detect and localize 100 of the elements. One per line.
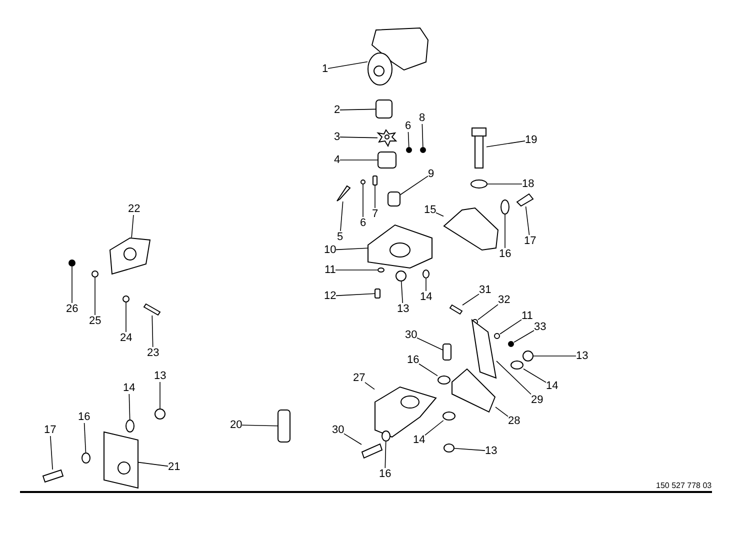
leader-line bbox=[478, 304, 498, 320]
callout-number: 26 bbox=[66, 303, 78, 315]
screw-drawing bbox=[374, 288, 380, 298]
callout-number: 7 bbox=[372, 208, 378, 220]
leader-line bbox=[344, 433, 362, 445]
leader-line bbox=[84, 422, 86, 453]
callout-number: 5 bbox=[337, 231, 344, 243]
washer-drawing bbox=[382, 430, 390, 442]
pin-drawing bbox=[336, 185, 351, 202]
callout-number: 14 bbox=[413, 434, 426, 446]
callout-number: 11 bbox=[324, 264, 336, 276]
bracket-drawing bbox=[443, 207, 499, 251]
callout-number: 1 bbox=[322, 63, 328, 75]
callout-number: 22 bbox=[128, 203, 140, 215]
washer-drawing bbox=[438, 376, 450, 384]
callout-number: 14 bbox=[420, 291, 432, 303]
leader-line bbox=[340, 136, 378, 138]
leader-line bbox=[525, 206, 530, 236]
callout-number: 13 bbox=[576, 350, 588, 362]
callout-number: 18 bbox=[522, 178, 534, 190]
leader-line bbox=[454, 448, 486, 451]
washer-drawing bbox=[122, 296, 130, 302]
callout-number: 16 bbox=[78, 411, 90, 423]
ball-drawing bbox=[406, 147, 412, 153]
drawing-number: 150 527 778 03 bbox=[656, 480, 712, 492]
bolt-drawing bbox=[361, 443, 383, 459]
callout-number: 20 bbox=[230, 419, 242, 431]
ball-drawing bbox=[360, 180, 366, 184]
washer-drawing bbox=[422, 270, 430, 278]
callout-number: 25 bbox=[89, 315, 102, 327]
callout-number: 32 bbox=[498, 294, 510, 306]
callout-number: 28 bbox=[508, 415, 520, 427]
callout-number: 12 bbox=[324, 290, 336, 302]
leader-line bbox=[486, 140, 526, 148]
callout-number: 2 bbox=[334, 104, 340, 116]
leader-line bbox=[408, 132, 410, 148]
callout-number: 17 bbox=[524, 235, 536, 247]
callout-number: 19 bbox=[525, 134, 538, 146]
callout-number: 17 bbox=[44, 424, 56, 436]
callout-number: 13 bbox=[485, 445, 498, 457]
callout-number: 6 bbox=[360, 217, 366, 229]
leader-line bbox=[400, 176, 428, 196]
callout-number: 6 bbox=[405, 120, 412, 132]
motor-drawing bbox=[368, 27, 429, 86]
callout-number: 24 bbox=[120, 332, 132, 344]
callout-number: 13 bbox=[397, 303, 410, 315]
leader-line bbox=[152, 315, 154, 348]
callout-number: 9 bbox=[428, 168, 434, 180]
callout-number: 10 bbox=[324, 244, 336, 256]
coupling-drawing bbox=[376, 100, 392, 118]
callout-number: 21 bbox=[168, 461, 180, 473]
bracket-drawing bbox=[368, 224, 432, 269]
leader-line bbox=[384, 441, 386, 468]
pin-drawing bbox=[372, 176, 378, 186]
ball-drawing bbox=[420, 147, 426, 153]
callout-number: 23 bbox=[147, 347, 160, 359]
leader-line bbox=[400, 281, 404, 304]
washer-drawing bbox=[494, 333, 500, 339]
bracket-drawing bbox=[104, 431, 138, 489]
callout-number: 16 bbox=[379, 468, 392, 480]
leader-line bbox=[462, 294, 480, 306]
leader-line bbox=[128, 394, 130, 420]
callout-number: 8 bbox=[419, 112, 426, 124]
callout-number: 14 bbox=[123, 382, 136, 394]
bracket-drawing bbox=[452, 368, 496, 413]
leader-line bbox=[416, 337, 443, 350]
plate-drawing bbox=[278, 410, 290, 442]
callout-number: 4 bbox=[334, 154, 340, 166]
bolt-drawing bbox=[516, 193, 534, 207]
leader-line bbox=[138, 462, 168, 467]
callout-number: 13 bbox=[154, 370, 166, 382]
spider-drawing bbox=[376, 129, 398, 148]
callout-number: 16 bbox=[407, 354, 420, 366]
leader-line bbox=[418, 363, 438, 376]
bolt-drawing bbox=[442, 344, 452, 360]
leader-line bbox=[94, 277, 96, 316]
callout-number: 15 bbox=[424, 204, 436, 216]
bracket-drawing bbox=[471, 318, 497, 379]
nut-drawing bbox=[396, 270, 406, 282]
washer-drawing bbox=[126, 420, 134, 432]
leader-line bbox=[514, 330, 534, 343]
leader-line bbox=[364, 382, 375, 390]
callout-number: 31 bbox=[479, 284, 492, 296]
callout-number: 27 bbox=[353, 372, 366, 384]
nut-drawing bbox=[522, 350, 534, 362]
leader-line bbox=[374, 185, 376, 208]
bolt-drawing bbox=[143, 303, 161, 316]
bracket-drawing bbox=[109, 237, 151, 275]
sleeve-drawing bbox=[388, 192, 400, 206]
callout-number: 3 bbox=[334, 131, 340, 143]
leader-line bbox=[495, 406, 508, 417]
nut-drawing bbox=[508, 341, 514, 347]
leader-line bbox=[340, 108, 376, 110]
leader-line bbox=[496, 360, 532, 395]
callout-number: 29 bbox=[531, 394, 544, 406]
washer-drawing bbox=[470, 180, 488, 188]
callout-number: 30 bbox=[332, 424, 344, 436]
callout-number: 30 bbox=[405, 329, 418, 341]
leader-line bbox=[328, 61, 368, 69]
leader-line bbox=[436, 212, 444, 217]
